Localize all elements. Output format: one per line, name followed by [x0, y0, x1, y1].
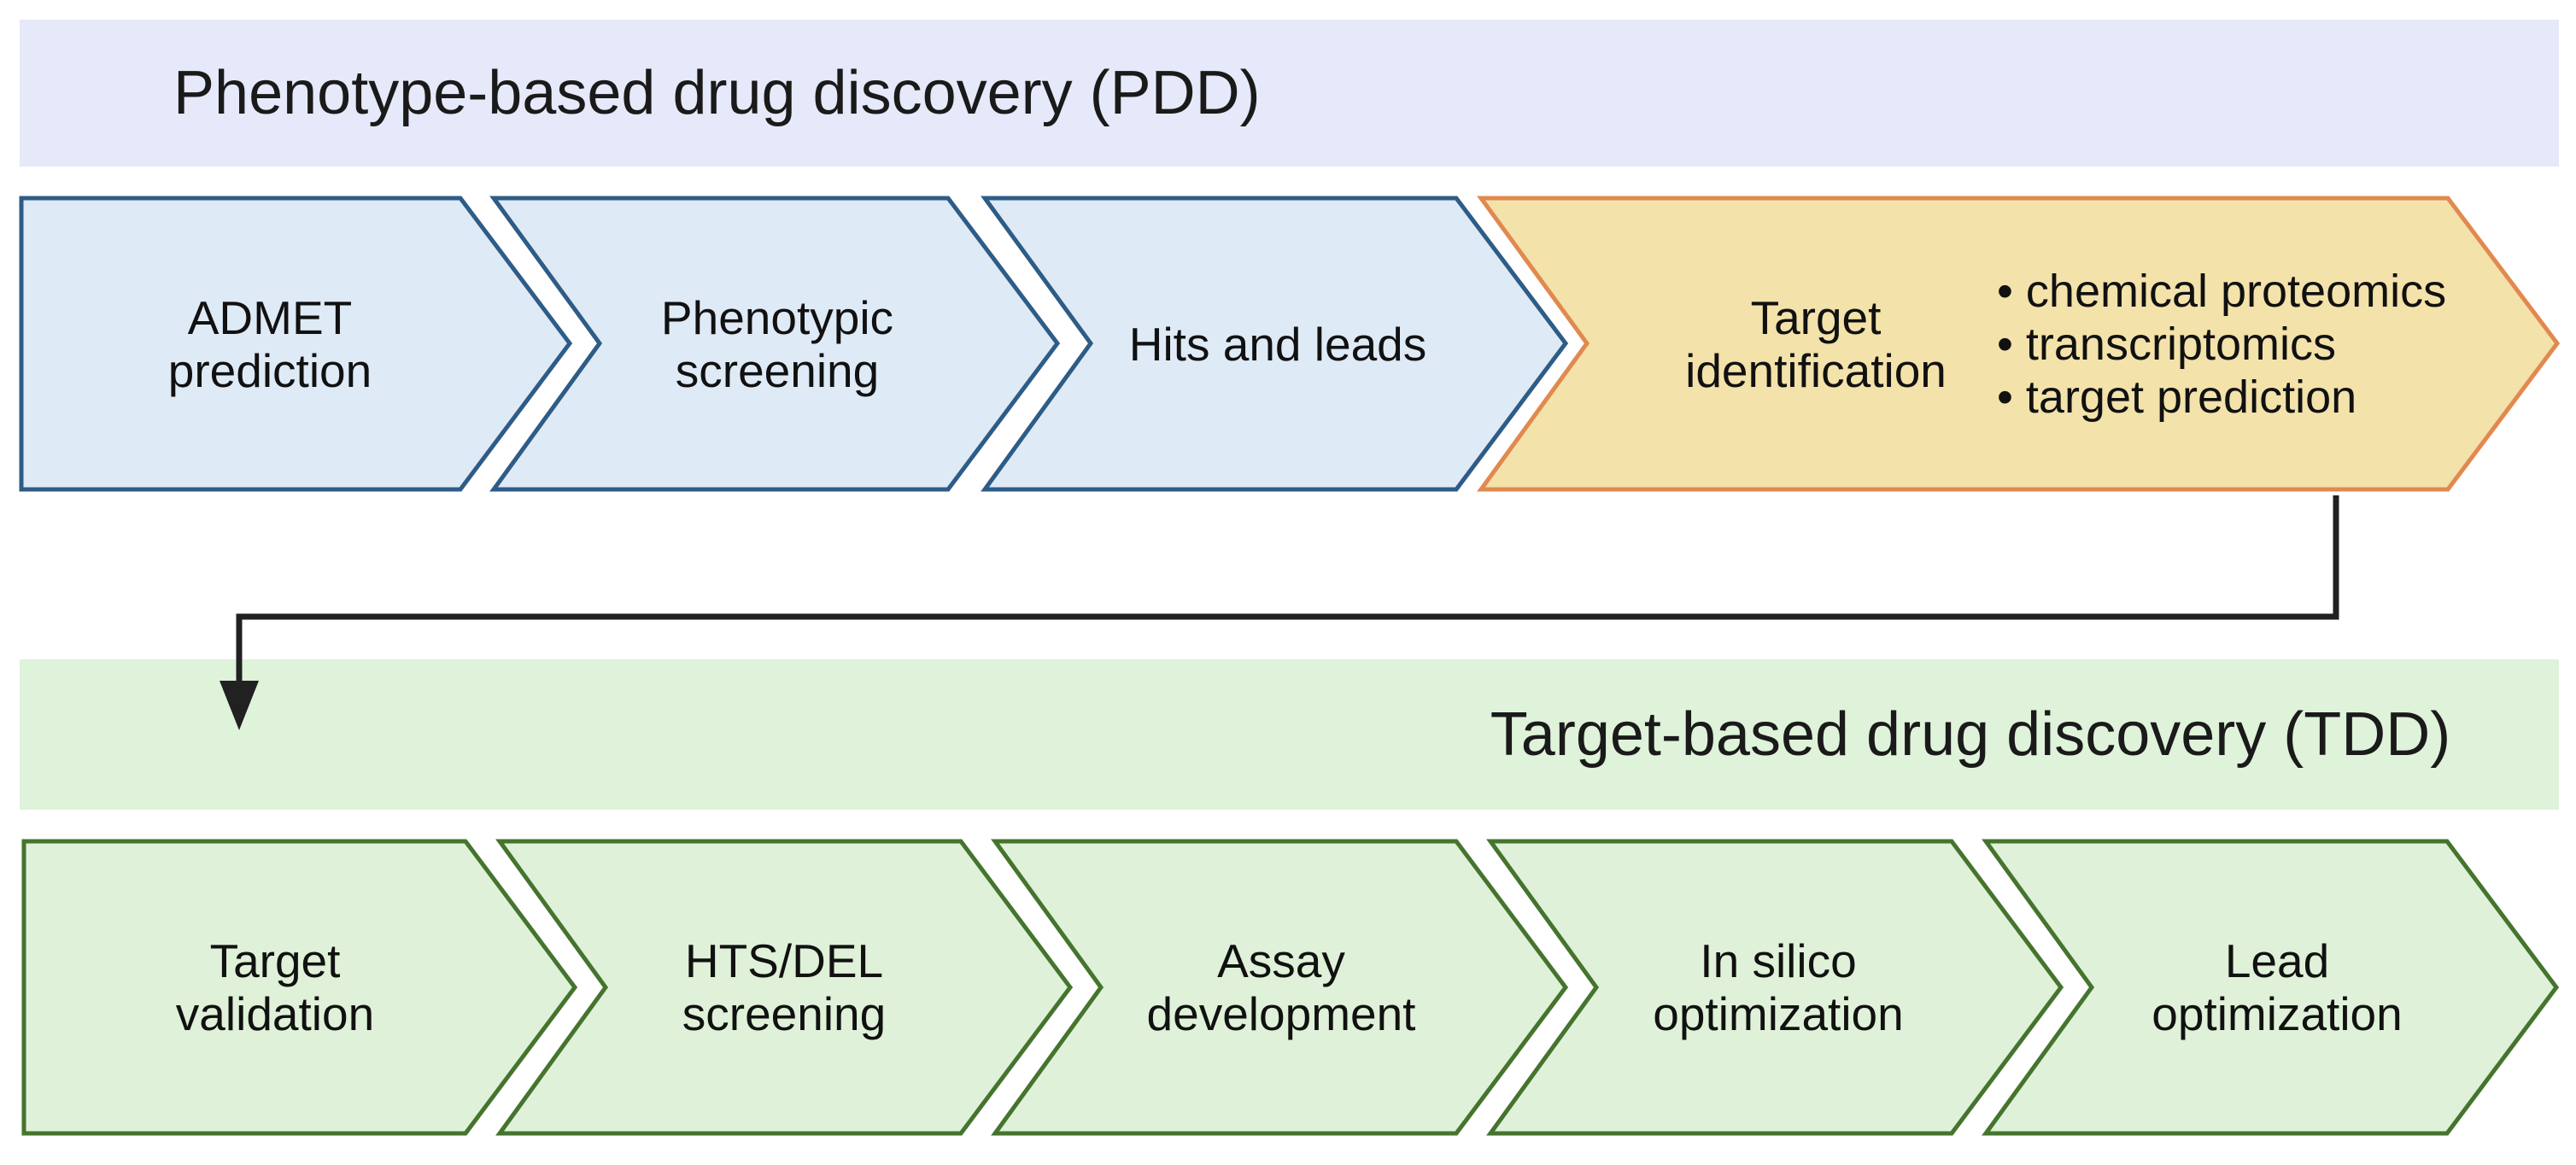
step-label-lead-optimization: Lead optimization: [2021, 840, 2533, 1134]
step-label-line: Target: [209, 934, 341, 987]
pdd-banner: Phenotype-based drug discovery (PDD): [20, 20, 2559, 167]
step-label-line: validation: [175, 986, 375, 1040]
bullet-item: • chemical proteomics: [1997, 265, 2447, 317]
step-arrow-target-validation: [21, 839, 578, 1136]
step-label-line: In silico: [1700, 934, 1857, 987]
step-label-line: prediction: [167, 343, 372, 397]
step-label-line: Phenotypic: [660, 290, 894, 344]
step-label-hts-del-screening: HTS/DEL screening: [528, 840, 1040, 1134]
step-arrow-hits-and-leads: [981, 196, 1569, 492]
step-label-line: Assay: [1217, 934, 1345, 987]
step-label-line: screening: [675, 343, 880, 397]
step-label-line: screening: [682, 986, 887, 1040]
step-label-line: optimization: [1653, 986, 1904, 1040]
step-label-target-validation: Target validation: [19, 840, 531, 1134]
bullet-item: • target prediction: [1997, 371, 2357, 423]
target-identification-bullet-list: • chemical proteomics • transcriptomics …: [1997, 196, 2544, 491]
step-label-line: optimization: [2152, 986, 2403, 1040]
step-label-line: Hits and leads: [1128, 317, 1427, 371]
step-label-phenotypic-screening: Phenotypic screening: [521, 196, 1033, 491]
bullet-item: • transcriptomics: [1997, 318, 2336, 370]
step-label-admet-prediction: ADMET prediction: [14, 196, 526, 491]
connector-arrowhead-icon: [220, 681, 259, 730]
step-arrow-phenotypic-screening: [489, 196, 1061, 492]
step-label-line: identification: [1685, 343, 1947, 397]
step-arrow-target-identification: [1477, 196, 2561, 492]
step-arrow-admet-prediction: [19, 196, 573, 492]
step-arrow-assay-development: [991, 839, 1569, 1136]
step-label-line: HTS/DEL: [684, 934, 884, 987]
step-arrow-hts-del-screening: [495, 839, 1074, 1136]
step-label-target-identification: Target identification: [1560, 196, 2072, 491]
step-label-assay-development: Assay development: [1025, 840, 1537, 1134]
pdd-banner-title: Phenotype-based drug discovery (PDD): [173, 59, 1261, 127]
connector-elbow-line: [236, 495, 2339, 685]
step-label-in-silico-optimization: In silico optimization: [1522, 840, 2034, 1134]
step-arrow-in-silico-optimization: [1486, 839, 2064, 1136]
tdd-banner-title: Target-based drug discovery (TDD): [1490, 700, 2451, 769]
step-label-line: Lead: [2224, 934, 2330, 987]
step-label-line: Target: [1750, 290, 1882, 344]
step-label-hits-and-leads: Hits and leads: [1022, 196, 1534, 491]
step-label-line: ADMET: [187, 290, 353, 344]
step-label-line: development: [1146, 986, 1416, 1040]
step-arrow-lead-optimization: [1982, 839, 2560, 1136]
tdd-banner: [20, 659, 2559, 810]
